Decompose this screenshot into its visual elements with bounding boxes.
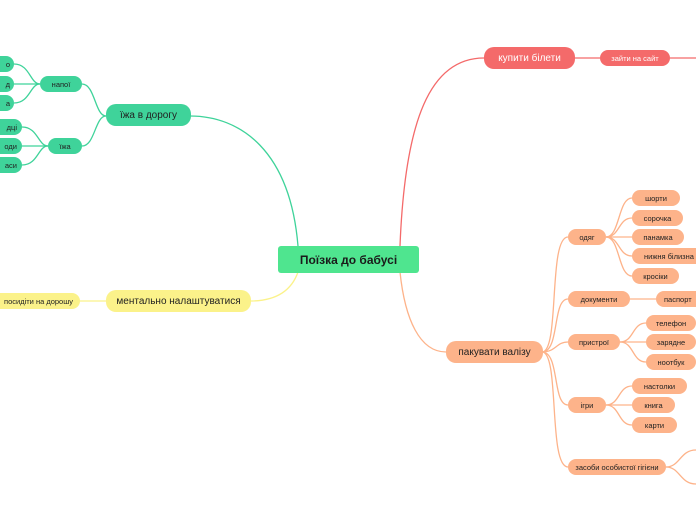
subtopic-devices[interactable]: пристрої [568, 334, 620, 350]
clothes-item-4[interactable]: нижня білизна [632, 248, 696, 264]
topic-packing[interactable]: пакувати валізу [446, 341, 543, 363]
subtopic-clothes[interactable]: одяг [568, 229, 606, 245]
clothes-item-5[interactable]: кросіки [632, 268, 679, 284]
mental-subtopic[interactable]: посидіти на дорошу [0, 293, 80, 309]
devices-item-3[interactable]: ноотбук [646, 354, 696, 370]
drink-item-3[interactable]: а [0, 95, 14, 111]
tickets-subtopic[interactable]: зайти на сайт [600, 50, 670, 66]
drink-item-2[interactable]: д [0, 76, 14, 92]
clothes-item-1[interactable]: шорти [632, 190, 680, 206]
topic-food[interactable]: їжа в дорогу [106, 104, 191, 126]
meal-item-3[interactable]: аси [0, 157, 22, 173]
clothes-item-3[interactable]: панамка [632, 229, 684, 245]
subtopic-documents[interactable]: документи [568, 291, 630, 307]
games-item-2[interactable]: книга [632, 397, 675, 413]
devices-item-1[interactable]: телефон [646, 315, 696, 331]
subtopic-games[interactable]: ігри [568, 397, 606, 413]
games-item-1[interactable]: настолки [632, 378, 687, 394]
meal-item-2[interactable]: оди [0, 138, 22, 154]
topic-mental[interactable]: ментально налаштуватися [106, 290, 251, 312]
documents-item-1[interactable]: паспорт [656, 291, 696, 307]
subtopic-hygiene[interactable]: засоби особистої гігієни [568, 459, 666, 475]
drink-item-1[interactable]: о [0, 56, 14, 72]
subtopic-meals[interactable]: їжа [48, 138, 82, 154]
subtopic-drinks[interactable]: напої [40, 76, 82, 92]
games-item-3[interactable]: карти [632, 417, 677, 433]
clothes-item-2[interactable]: сорочка [632, 210, 683, 226]
central-topic[interactable]: Поїзка до бабусі [278, 246, 419, 273]
devices-item-2[interactable]: зарядне [646, 334, 696, 350]
topic-tickets[interactable]: купити білети [484, 47, 575, 69]
meal-item-1[interactable]: дці [0, 119, 22, 135]
